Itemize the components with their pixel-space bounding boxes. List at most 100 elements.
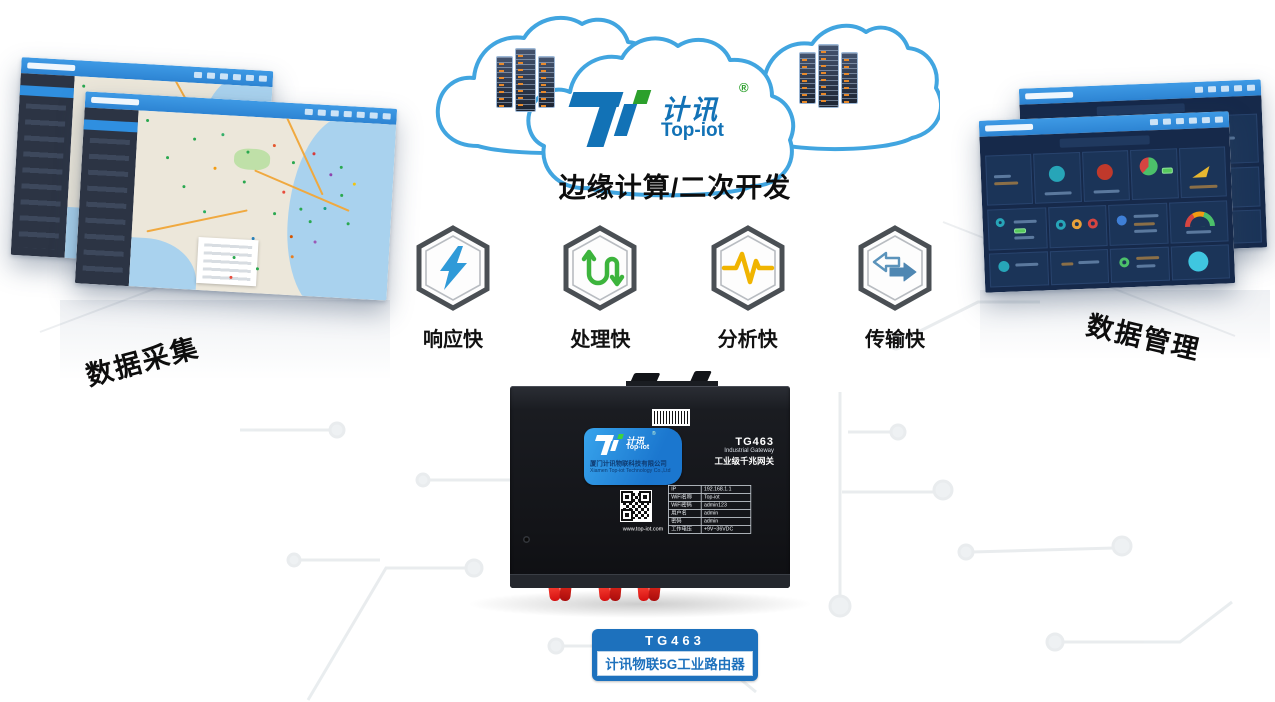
status-circle bbox=[998, 260, 1011, 273]
toolbar-icon bbox=[369, 112, 378, 119]
feature-label: 处理快 bbox=[570, 329, 631, 351]
toolbar-icon bbox=[1201, 116, 1211, 124]
sidebar-active-item bbox=[19, 85, 75, 99]
server-rack-icon bbox=[538, 56, 555, 108]
spec-value: admin123 bbox=[700, 501, 751, 509]
window-title-placeholder bbox=[27, 62, 76, 72]
spec-value: 192.168.1.1 bbox=[700, 485, 751, 493]
company-name-en: Xiamen Top-iot Technology Co.,Ltd bbox=[590, 468, 671, 474]
ring-indicator bbox=[1055, 219, 1067, 230]
dashboard-card bbox=[985, 153, 1034, 206]
right-screens-reflection bbox=[980, 290, 1270, 360]
sparkline bbox=[1060, 262, 1074, 267]
dashboard-card bbox=[987, 207, 1048, 251]
badge-product-name: 计讯物联5G工业路由器 bbox=[597, 651, 753, 676]
text-line bbox=[1136, 264, 1156, 269]
toolbar-icon bbox=[193, 71, 203, 79]
pie-chart bbox=[1139, 156, 1159, 176]
dashboard-view bbox=[979, 127, 1236, 293]
sidebar-items bbox=[82, 137, 130, 278]
spec-row: 工作电压+9V~36VDC bbox=[668, 525, 751, 533]
logo-green-dot bbox=[632, 90, 652, 104]
toolbar-icon bbox=[382, 113, 391, 120]
ring-indicator bbox=[1087, 218, 1098, 229]
toolbar-icon bbox=[258, 75, 268, 82]
toolbar-icon bbox=[1207, 86, 1217, 93]
spec-label: IP bbox=[671, 486, 677, 493]
spec-value: Top-iot bbox=[700, 493, 751, 501]
map-park bbox=[233, 147, 271, 171]
topiot-logo-glyph bbox=[563, 90, 655, 148]
text-line bbox=[1136, 256, 1160, 260]
map-platform-window-front bbox=[74, 91, 398, 301]
toolbar-icon bbox=[1246, 84, 1256, 91]
dashboard-card bbox=[1170, 244, 1231, 281]
sidebar-items bbox=[18, 103, 67, 250]
transfer-arrows-icon bbox=[872, 251, 917, 282]
toolbar-icon bbox=[330, 110, 339, 117]
toolbar-icon bbox=[1188, 117, 1198, 124]
toolbar-icon bbox=[343, 110, 352, 118]
sidebar-active-item bbox=[83, 119, 138, 133]
map-view bbox=[128, 110, 397, 301]
brand-chinese: 计讯 bbox=[661, 95, 719, 125]
toolbar-icon bbox=[1162, 118, 1172, 125]
check-ring-icon bbox=[1119, 257, 1130, 268]
text-line bbox=[1014, 236, 1035, 240]
logo-bar bbox=[613, 104, 638, 136]
router-device: 计讯 ® Top-iot 厦门计讯物联科技有限公司 Xiamen Top-iot… bbox=[510, 386, 790, 588]
uturn-arrows-icon bbox=[582, 249, 625, 287]
edge-computing-caption: 边缘计算/二次开发 bbox=[558, 173, 792, 203]
header-toolbar bbox=[1149, 116, 1224, 126]
feature-label: 传输快 bbox=[864, 329, 925, 351]
spec-label: 密码 bbox=[671, 518, 682, 525]
spec-label: 用户名 bbox=[671, 510, 687, 517]
toolbar-icon bbox=[1214, 116, 1224, 123]
dashboard-card-row bbox=[985, 146, 1227, 206]
spec-row: IP 192.168.1.1 bbox=[669, 485, 751, 493]
feature-row: 响应快 处理快 分析快 bbox=[403, 224, 945, 352]
dashboard-card-row bbox=[987, 200, 1229, 251]
toolbar-icon bbox=[317, 109, 326, 116]
hexagon-badge bbox=[416, 225, 490, 311]
spec-value: admin bbox=[700, 517, 751, 525]
battery-icon bbox=[1014, 227, 1027, 234]
toolbar-icon bbox=[1175, 117, 1185, 125]
product-badge: TG463 计讯物联5G工业路由器 bbox=[592, 629, 758, 681]
feature-analysis: 分析快 bbox=[698, 224, 798, 352]
feature-transmission: 传输快 bbox=[845, 224, 945, 352]
dashboard-card bbox=[1033, 151, 1082, 204]
window-title-placeholder bbox=[1025, 91, 1074, 100]
hexagon-badge bbox=[858, 225, 932, 311]
toolbar-icon bbox=[206, 72, 216, 79]
screw-hole bbox=[523, 536, 530, 543]
text-line bbox=[1133, 221, 1156, 226]
label-registered-mark: ® bbox=[652, 431, 656, 437]
feature-label: 分析快 bbox=[717, 329, 778, 351]
feature-processing: 处理快 bbox=[550, 224, 650, 352]
toolbar-icon bbox=[1233, 85, 1243, 92]
device-model-block: TG463 Industrial Gateway 工业级千兆网关 bbox=[714, 436, 774, 467]
hexagon-badge bbox=[563, 225, 637, 311]
spec-row: 密码 admin bbox=[668, 517, 751, 525]
droplet-icon bbox=[1116, 215, 1127, 226]
battery-icon bbox=[1161, 167, 1173, 174]
brand-english: Top-iot bbox=[661, 120, 724, 141]
device-type-en: Industrial Gateway bbox=[724, 448, 774, 454]
text-line bbox=[1189, 184, 1218, 189]
text-line bbox=[1077, 260, 1100, 264]
sparkline bbox=[993, 174, 1012, 179]
dashboard-card bbox=[1081, 149, 1131, 202]
gauge-chart bbox=[1184, 210, 1215, 227]
topiot-logo: 计讯 ® Top-iot bbox=[563, 80, 793, 154]
pulse-wave-icon bbox=[721, 251, 774, 285]
server-rack-icon bbox=[799, 52, 816, 104]
header-toolbar bbox=[1194, 84, 1256, 93]
text-line bbox=[1133, 213, 1159, 218]
ring-indicator bbox=[995, 217, 1005, 228]
text-line bbox=[1044, 191, 1072, 196]
logo-bar bbox=[568, 92, 624, 107]
